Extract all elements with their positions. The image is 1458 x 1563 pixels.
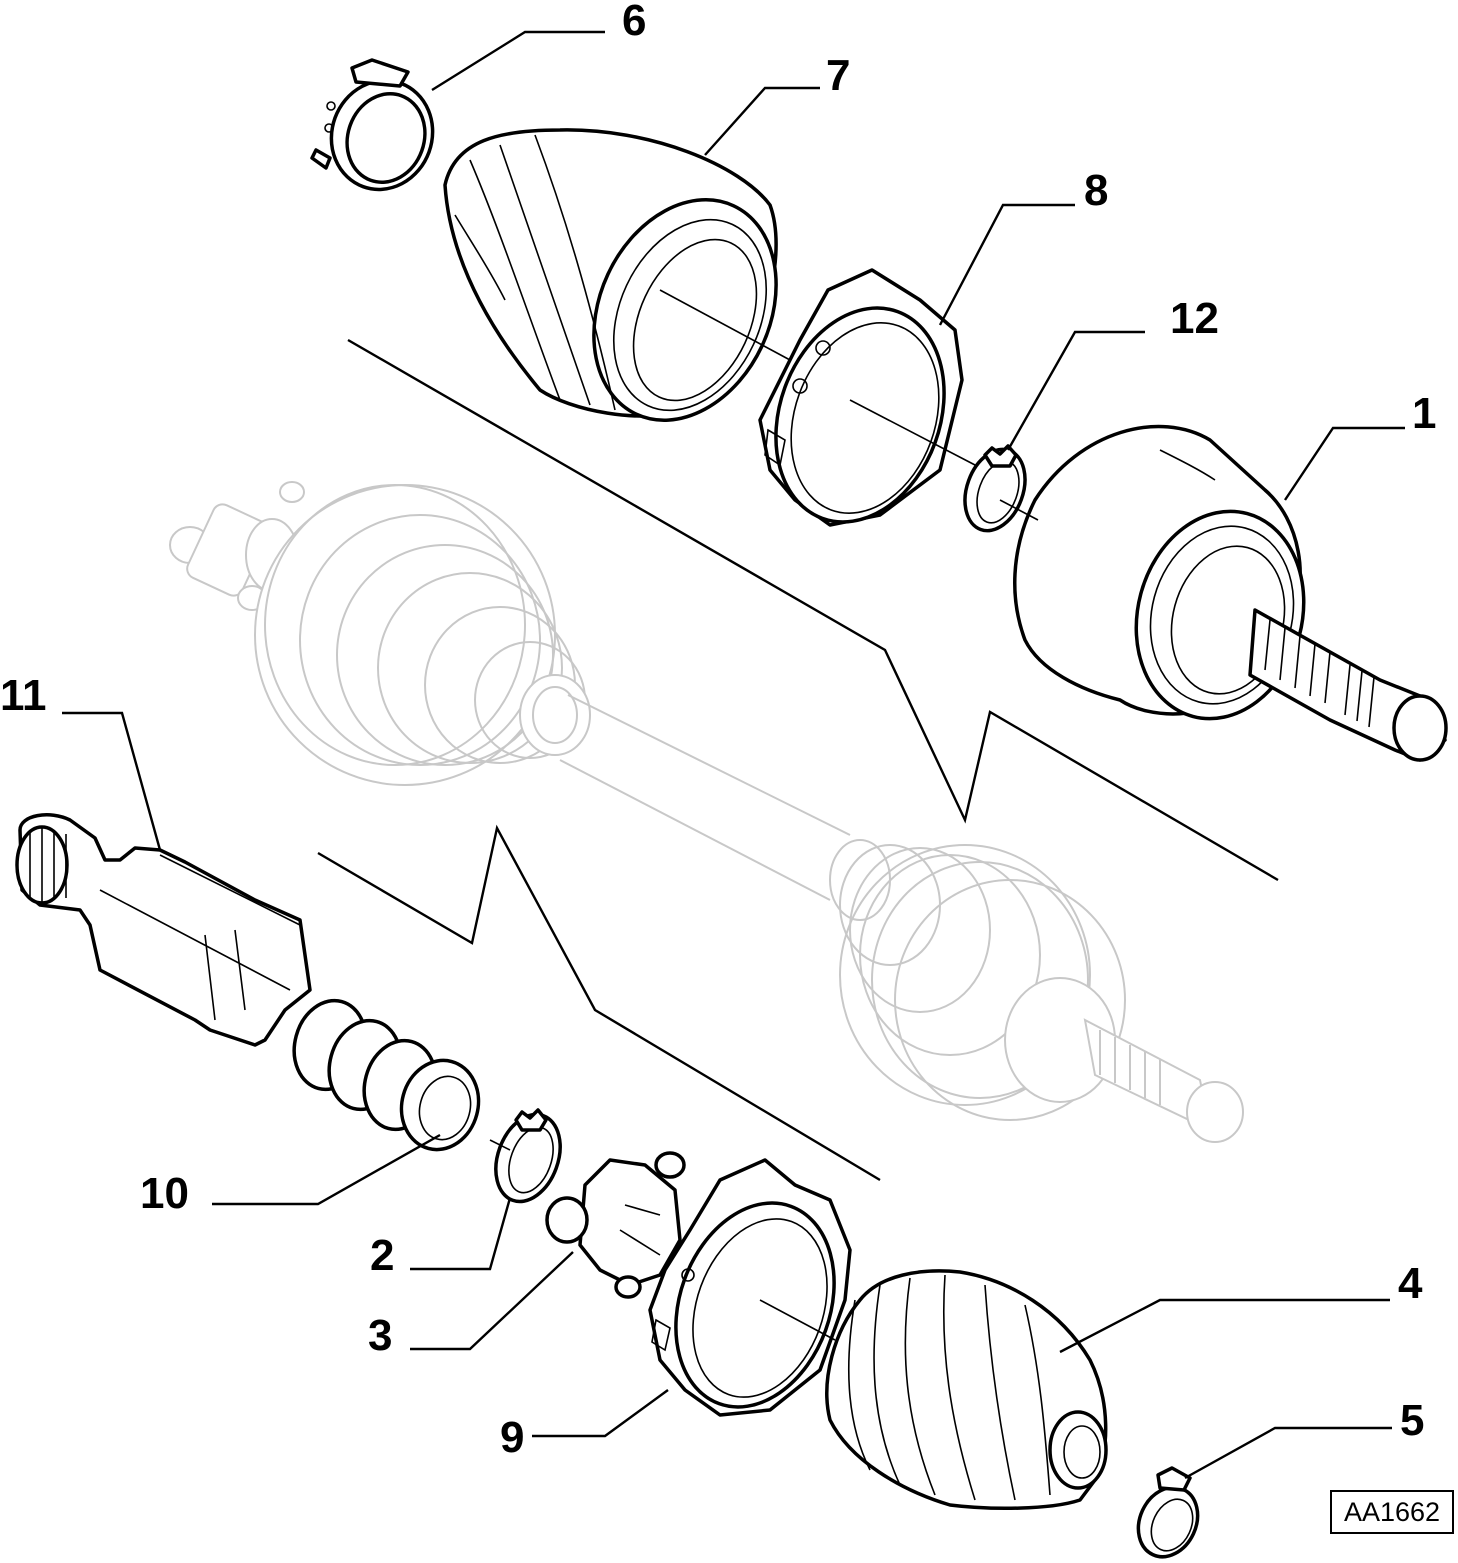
callout-11: 11 bbox=[0, 671, 47, 720]
break-lines bbox=[317, 338, 1279, 1182]
part-11-tripod-housing bbox=[15, 813, 312, 1047]
callout-3: 3 bbox=[368, 1311, 392, 1360]
part-12-circlip bbox=[963, 444, 1027, 533]
part-8-boot-clamp bbox=[758, 268, 976, 527]
part-3-tripod bbox=[545, 1151, 686, 1299]
callout-12: 12 bbox=[1170, 294, 1219, 343]
callout-labels: 6 7 8 12 1 11 10 2 3 9 4 5 bbox=[0, 0, 1436, 1462]
callout-4: 4 bbox=[1398, 1259, 1423, 1308]
part-7-outer-boot bbox=[443, 128, 791, 422]
callout-2: 2 bbox=[370, 1231, 394, 1280]
callout-5: 5 bbox=[1400, 1396, 1424, 1445]
callout-10: 10 bbox=[140, 1169, 189, 1218]
part-10-spring bbox=[292, 998, 481, 1152]
part-9-boot-clamp bbox=[648, 1158, 852, 1417]
part-5-boot-clamp bbox=[1136, 1466, 1200, 1559]
callout-8: 8 bbox=[1084, 166, 1108, 215]
callout-1: 1 bbox=[1412, 389, 1436, 438]
ghost-shaft bbox=[559, 694, 851, 901]
callout-7: 7 bbox=[826, 51, 850, 100]
callout-9: 9 bbox=[500, 1413, 524, 1462]
callout-6: 6 bbox=[622, 0, 646, 45]
part-4-inner-boot bbox=[825, 1269, 1108, 1511]
ghost-outer-stub bbox=[1004, 977, 1244, 1143]
assembled-driveshaft-ghost bbox=[169, 481, 1244, 1143]
reference-code-label: AA1662 bbox=[1330, 1490, 1454, 1534]
part-6-boot-clamp bbox=[310, 58, 435, 192]
part-1-outer-cv-joint bbox=[999, 424, 1448, 762]
leader-lines bbox=[62, 30, 1405, 1480]
ghost-inner-boot bbox=[254, 484, 591, 786]
part-2-circlip bbox=[489, 1108, 562, 1204]
